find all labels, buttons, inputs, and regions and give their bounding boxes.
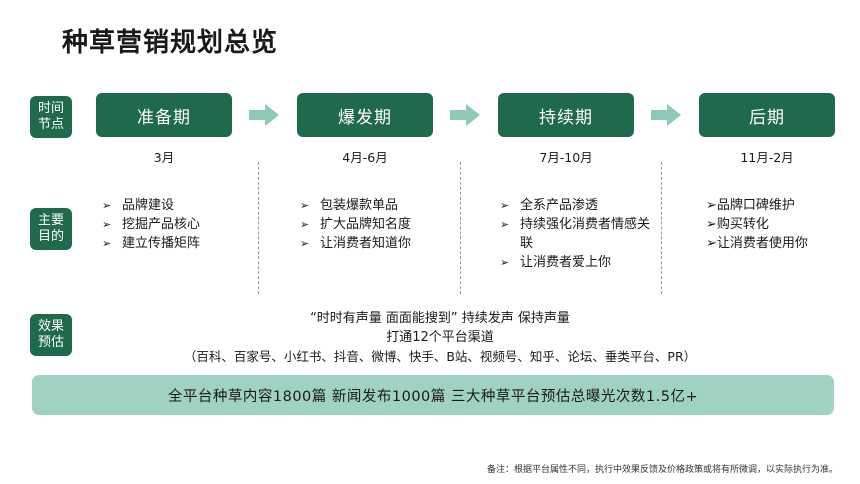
list-item: ➢让消费者知道你 — [300, 236, 412, 251]
effect-line-2: 打通12个平台渠道 — [386, 330, 494, 345]
list-item: ➢挖掘产品核心 — [102, 217, 201, 232]
page-title: 种草营销规划总览 — [62, 28, 279, 58]
goal-list-sustain: ➢全系产品渗透 ➢持续强化消费者情感关联 ➢让消费者爱上你 — [500, 196, 650, 272]
row-label-goal: 主要目的 — [30, 208, 72, 250]
arrow-bullet-icon: ➢ — [102, 237, 112, 250]
time-label: 3月 — [153, 150, 175, 165]
phase-burst: 爆发期 — [297, 93, 433, 137]
arrow-bullet-icon: ➢ — [500, 218, 510, 231]
time-label: 7月-10月 — [539, 150, 593, 165]
list-item: ➢扩大品牌知名度 — [300, 217, 412, 232]
arrow-bullet-icon: ➢ — [300, 199, 310, 212]
summary-banner: 全平台种草内容1800篇 新闻发布1000篇 三大种草平台预估总曝光次数1.5亿… — [32, 375, 834, 415]
phase-prep: 准备期 — [96, 93, 232, 137]
arrow-bullet-icon: ➢ — [102, 199, 112, 212]
effect-line-1: “时时有声量 面面能搜到” 持续发声 保持声量 — [310, 311, 570, 326]
goal-list-prep: ➢品牌建设 ➢挖掘产品核心 ➢建立传播矩阵 — [102, 196, 252, 253]
goal-list-late: ➢品牌口碑维护 ➢购买转化 ➢让消费者使用你 — [706, 196, 846, 253]
phase-late: 后期 — [699, 93, 835, 137]
footnote: 备注：根据平台属性不同，执行中效果反馈及价格政策或将有所微调，以实际执行为准。 — [486, 465, 838, 475]
list-item: ➢建立传播矩阵 — [102, 236, 201, 251]
list-item: ➢让消费者爱上你 — [500, 255, 612, 270]
arrow-bullet-icon: ➢ — [300, 237, 310, 250]
list-item: ➢全系产品渗透 — [500, 198, 599, 213]
column-divider — [258, 162, 259, 294]
effect-line-3: （百科、百家号、小红书、抖音、微博、快手、B站、视频号、知乎、论坛、垂类平台、P… — [183, 349, 697, 364]
column-divider — [661, 162, 662, 294]
arrow-right-icon — [249, 104, 279, 126]
time-label: 11月-2月 — [740, 150, 794, 165]
row-label-effect: 效果预估 — [30, 314, 72, 356]
arrow-right-icon — [450, 104, 480, 126]
column-divider — [460, 162, 461, 294]
row-label-time: 时间节点 — [30, 96, 72, 138]
arrow-bullet-icon: ➢ — [500, 256, 510, 269]
time-label: 4月-6月 — [342, 150, 388, 165]
list-item: ➢购买转化 — [706, 217, 769, 232]
goal-list-burst: ➢包装爆款单品 ➢扩大品牌知名度 ➢让消费者知道你 — [300, 196, 450, 253]
list-item: ➢品牌建设 — [102, 198, 175, 213]
arrow-bullet-icon: ➢ — [102, 218, 112, 231]
phase-sustain: 持续期 — [498, 93, 634, 137]
list-item: ➢品牌口碑维护 — [706, 198, 795, 213]
arrow-right-icon — [651, 104, 681, 126]
arrow-bullet-icon: ➢ — [300, 218, 310, 231]
list-item: ➢让消费者使用你 — [706, 236, 808, 251]
arrow-bullet-icon: ➢ — [500, 199, 510, 212]
list-item: ➢持续强化消费者情感关联 — [500, 217, 651, 251]
list-item: ➢包装爆款单品 — [300, 198, 399, 213]
